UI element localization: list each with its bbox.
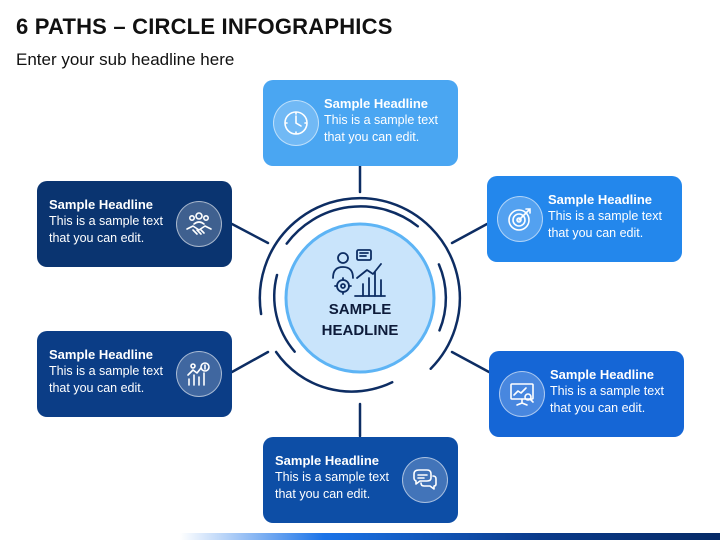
center-headline: SAMPLE HEADLINE [290,299,430,341]
ring-arcs [258,196,462,393]
card-lower-left[interactable]: Sample Headline This is a sample text th… [37,331,232,417]
page-subtitle: Enter your sub headline here [16,50,235,69]
connector-lower-right [450,350,491,374]
ring-arc-inner [437,263,448,332]
card-bottom[interactable]: Sample Headline This is a sample text th… [263,437,458,523]
card-bottom-headline: Sample Headline [275,453,380,468]
card-upper-right-text: This is a sample text that you can edit. [548,209,662,240]
ring-arc-inner-left [273,273,296,353]
card-lower-right-text: This is a sample text that you can edit. [550,384,664,415]
card-upper-right[interactable]: Sample Headline This is a sample text th… [487,176,682,262]
card-lower-left-headline: Sample Headline [49,347,154,362]
card-bottom-text: This is a sample text that you can edit. [275,470,389,501]
center-headline-line1: SAMPLE [328,301,392,318]
card-lower-left-text: This is a sample text that you can edit. [49,364,163,395]
page-title: 6 PATHS – CIRCLE INFOGRAPHICS [16,14,393,39]
presenter-chart-icon [332,249,386,297]
ring-arc-middle [285,205,420,245]
connector-lower-left [230,350,270,374]
card-top-text: This is a sample text that you can edit. [324,113,438,144]
ring-arc-middle-lower [274,350,394,393]
card-top[interactable]: Sample Headline This is a sample text th… [263,80,458,166]
bottom-accent-bar [0,533,720,540]
chat-bubbles-icon [402,457,448,503]
growth-money-icon [176,351,222,397]
connector-upper-right [450,222,489,245]
ring-arc-outer [258,196,462,370]
card-lower-right[interactable]: Sample Headline This is a sample text th… [489,351,684,437]
clock-icon [273,100,319,146]
card-top-headline: Sample Headline [324,96,429,111]
connector-lines [230,162,491,438]
handshake-team-icon [176,201,222,247]
center-headline-line2: HEADLINE [321,322,399,339]
card-lower-right-headline: Sample Headline [550,367,655,382]
card-upper-right-headline: Sample Headline [548,192,653,207]
card-upper-left-text: This is a sample text that you can edit. [49,214,163,245]
presentation-board-icon [499,371,545,417]
card-upper-left[interactable]: Sample Headline This is a sample text th… [37,181,232,267]
card-upper-left-headline: Sample Headline [49,197,154,212]
target-icon [497,196,543,242]
center-circle [284,222,436,374]
connector-upper-left [230,222,270,245]
